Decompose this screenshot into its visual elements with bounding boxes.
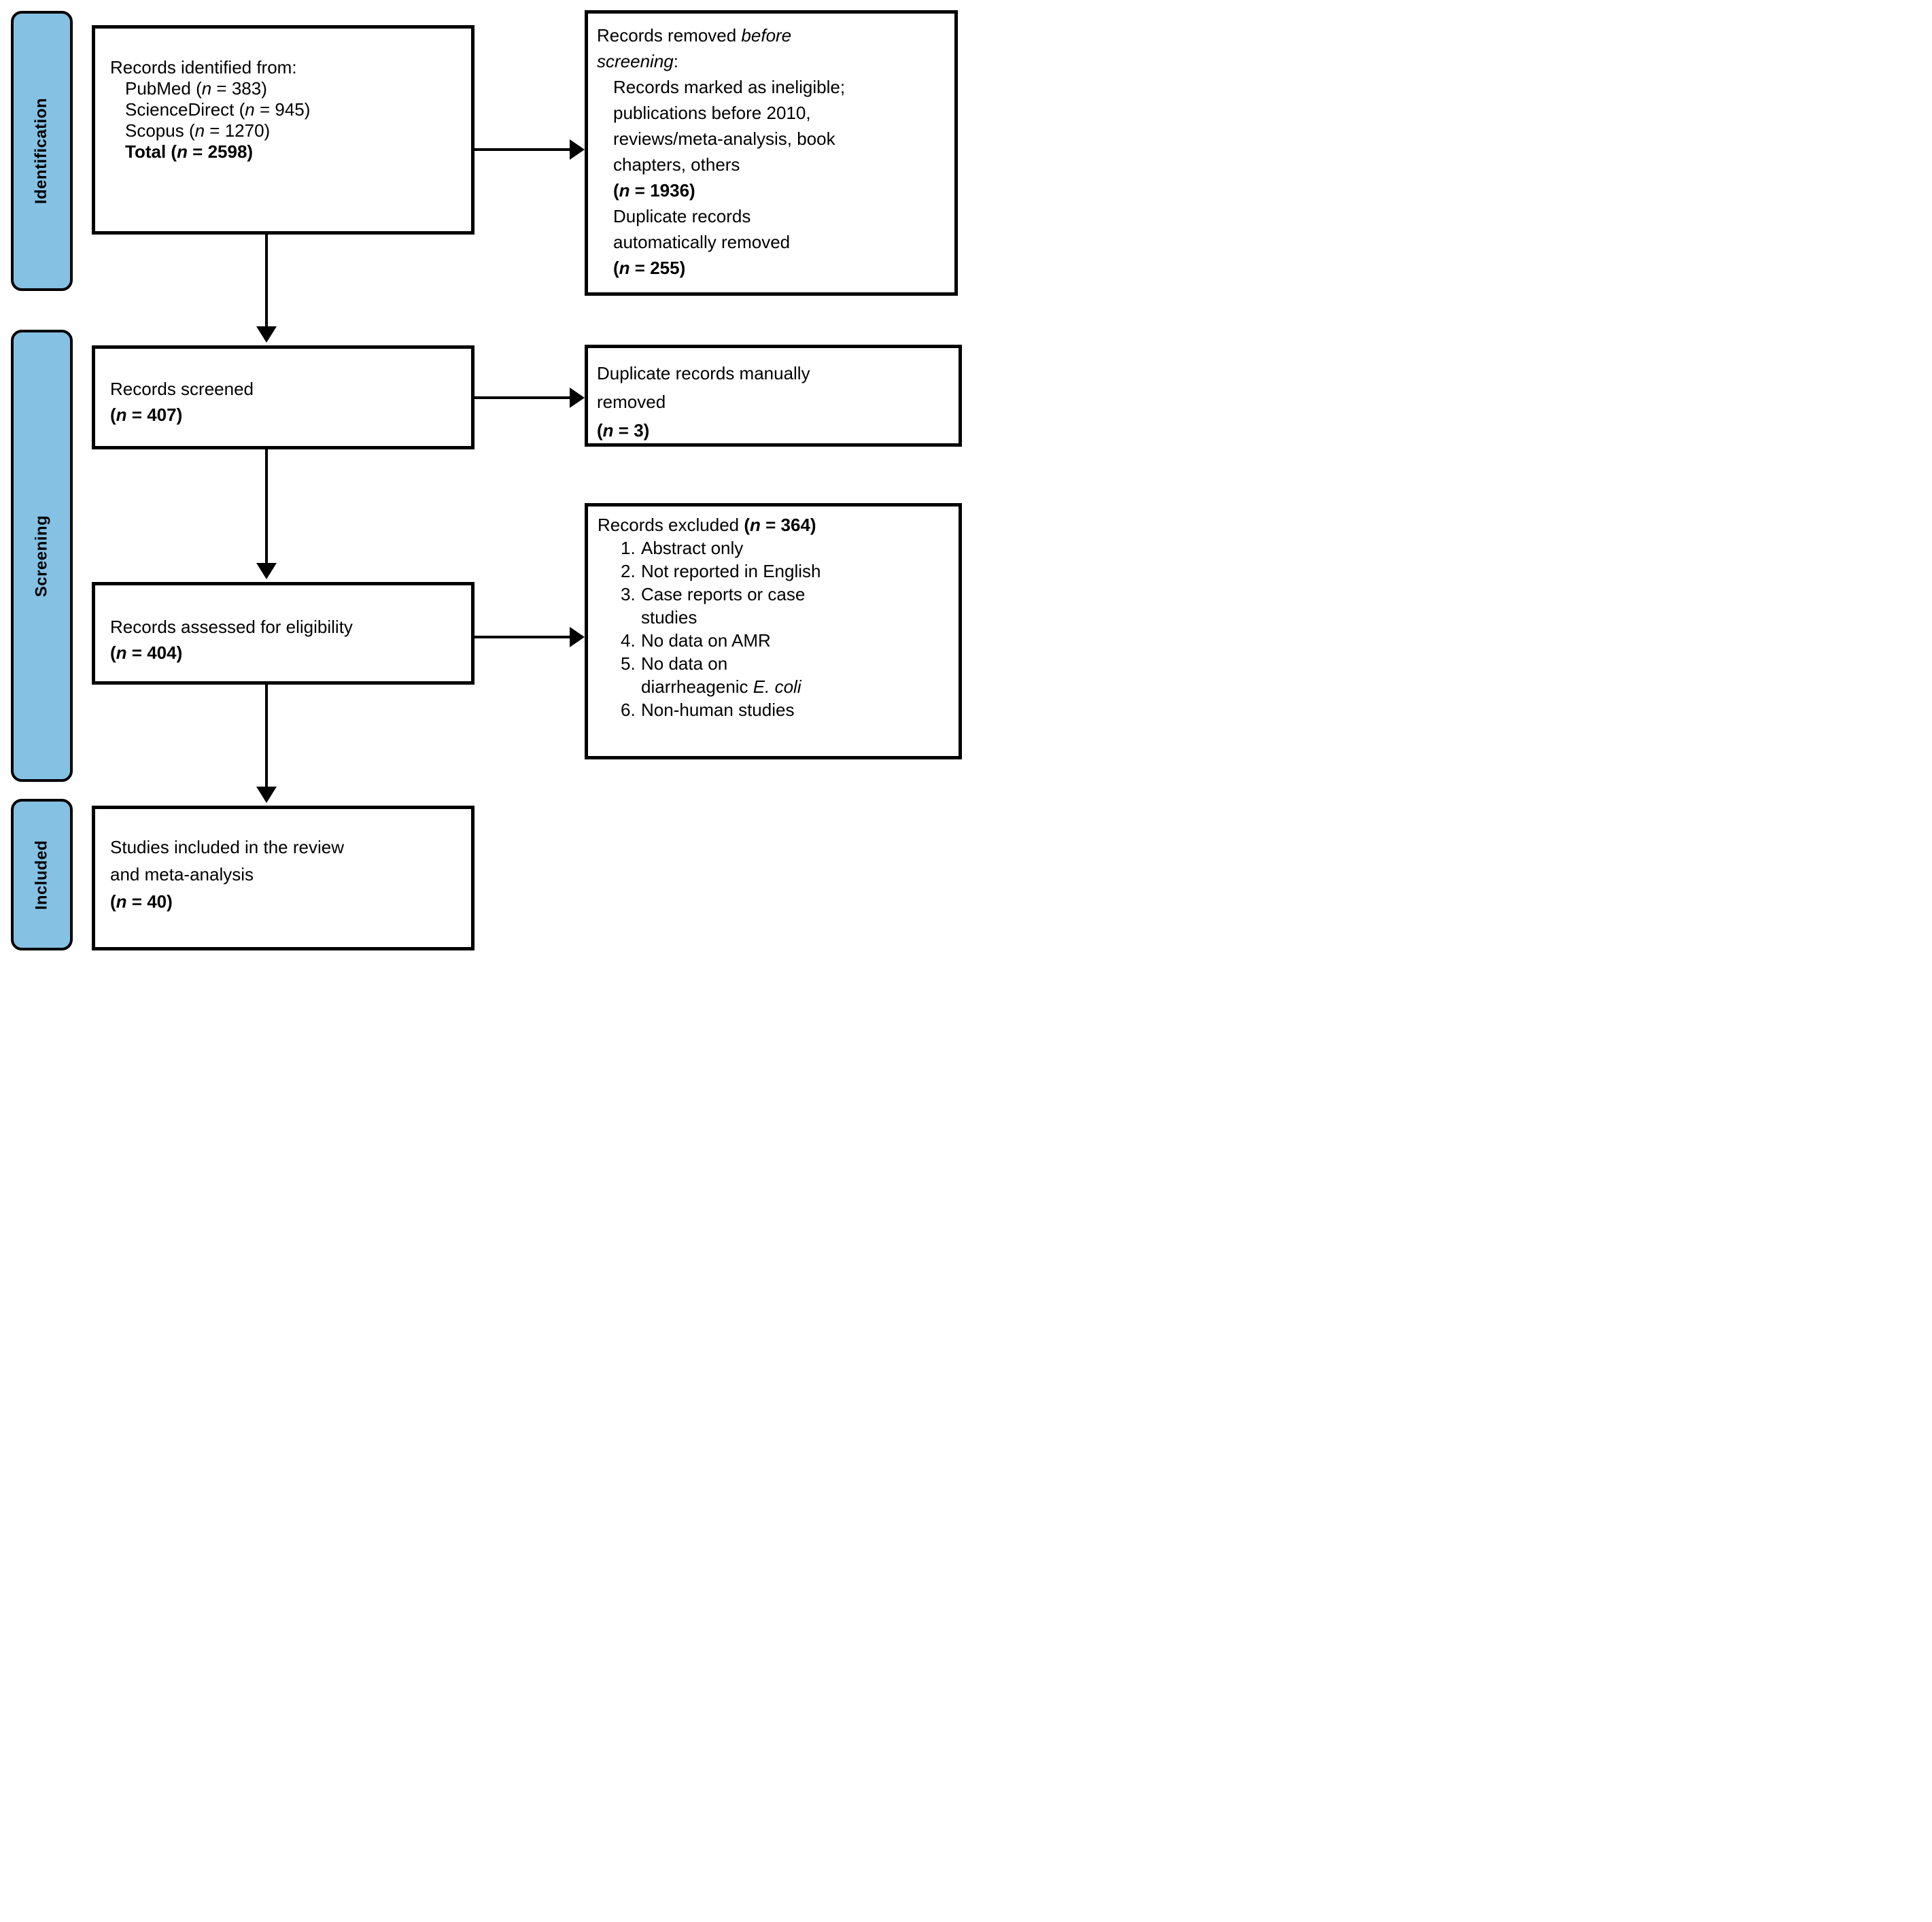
- removed-duplicates-count: (n = 255): [613, 258, 686, 278]
- arrow-assessed-to-excluded-head-icon: [570, 627, 585, 647]
- dup-manual-line1: Duplicate records manually: [597, 363, 810, 383]
- records-identified-total: Total (n = 2598): [125, 141, 254, 162]
- removed-detail-line1: Records marked as ineligible;: [613, 77, 846, 97]
- arrow-identified-to-screened-head-icon: [256, 326, 277, 343]
- removed-detail-line3: reviews/meta-analysis, book: [613, 128, 835, 149]
- excluded-item-3-number: 3.: [621, 584, 636, 604]
- removed-heading-line2: screening:: [597, 51, 678, 71]
- excluded-item-6: 6. Non-human studies: [621, 698, 952, 721]
- removed-duplicates-line1: Duplicate records: [613, 206, 751, 226]
- stage-label-identification-text: Identification: [32, 97, 51, 205]
- box-records-screened: Records screened (n = 407): [92, 345, 475, 449]
- arrow-screened-to-assessed-head-icon: [256, 563, 277, 579]
- excluded-item-6-text: Non-human studies: [641, 700, 795, 720]
- arrow-assessed-to-excluded-line: [475, 636, 570, 638]
- arrow-assessed-to-included-head-icon: [256, 787, 277, 803]
- excluded-item-1-number: 1.: [621, 538, 636, 558]
- excluded-item-2: 2. Not reported in English: [621, 560, 952, 583]
- arrow-identified-to-removed-head-icon: [570, 139, 585, 160]
- excluded-item-4-text: No data on AMR: [641, 630, 771, 651]
- records-identified-heading: Records identified from:: [110, 57, 297, 78]
- box-records-excluded: Records excluded (n = 364) 1. Abstract o…: [585, 503, 962, 759]
- prisma-flow-diagram: Identification Screening Included Record…: [0, 0, 966, 961]
- excluded-item-2-text: Not reported in English: [641, 561, 821, 581]
- box-records-assessed: Records assessed for eligibility (n = 40…: [92, 582, 475, 685]
- stage-label-identification: Identification: [11, 11, 73, 291]
- excluded-item-1-text: Abstract only: [641, 538, 744, 558]
- excluded-item-1: 1. Abstract only: [621, 536, 952, 560]
- excluded-item-2-number: 2.: [621, 561, 636, 581]
- box-records-removed-before-screening: Records removed before screening: Record…: [585, 10, 958, 296]
- excluded-item-5-number: 5.: [621, 653, 636, 674]
- excluded-heading: Records excluded (n = 364): [598, 515, 816, 535]
- arrow-identified-to-removed-line: [475, 148, 570, 151]
- arrow-identified-to-screened-line: [265, 235, 268, 328]
- stage-label-screening-text: Screening: [32, 515, 51, 597]
- included-line1: Studies included in the review: [110, 837, 344, 857]
- arrow-screened-to-duplicates-head-icon: [570, 388, 585, 408]
- records-identified-scopus: Scopus (n = 1270): [125, 120, 271, 141]
- excluded-item-4-number: 4.: [621, 630, 636, 651]
- excluded-item-4: 4. No data on AMR: [621, 629, 952, 652]
- assessed-count: (n = 404): [110, 642, 183, 663]
- arrow-assessed-to-included-line: [265, 685, 268, 788]
- removed-detail-line4: chapters, others: [613, 154, 740, 175]
- stage-label-screening: Screening: [11, 330, 73, 782]
- stage-label-included: Included: [11, 799, 73, 950]
- dup-manual-count: (n = 3): [597, 420, 650, 441]
- screened-count: (n = 407): [110, 405, 183, 425]
- excluded-item-6-number: 6.: [621, 700, 636, 720]
- screened-label: Records screened: [110, 379, 254, 399]
- removed-ineligible-count: (n = 1936): [613, 180, 695, 201]
- arrow-screened-to-assessed-line: [265, 449, 268, 564]
- removed-duplicates-line2: automatically removed: [613, 232, 791, 252]
- records-identified-pubmed: PubMed (n = 383): [125, 78, 267, 99]
- removed-detail-line2: publications before 2010,: [613, 103, 811, 123]
- box-studies-included: Studies included in the review and meta-…: [92, 806, 475, 950]
- assessed-label: Records assessed for eligibility: [110, 617, 353, 637]
- records-identified-sciencedirect: ScienceDirect (n = 945): [125, 99, 311, 120]
- stage-label-included-text: Included: [32, 840, 51, 910]
- dup-manual-line2: removed: [597, 392, 666, 412]
- included-line2: and meta-analysis: [110, 864, 254, 885]
- box-duplicates-manually-removed: Duplicate records manually removed (n = …: [585, 345, 962, 447]
- box-records-identified: Records identified from: PubMed (n = 383…: [92, 25, 475, 235]
- removed-heading-line1: Records removed before: [597, 25, 792, 46]
- arrow-screened-to-duplicates-line: [475, 396, 570, 399]
- included-count: (n = 40): [110, 891, 173, 912]
